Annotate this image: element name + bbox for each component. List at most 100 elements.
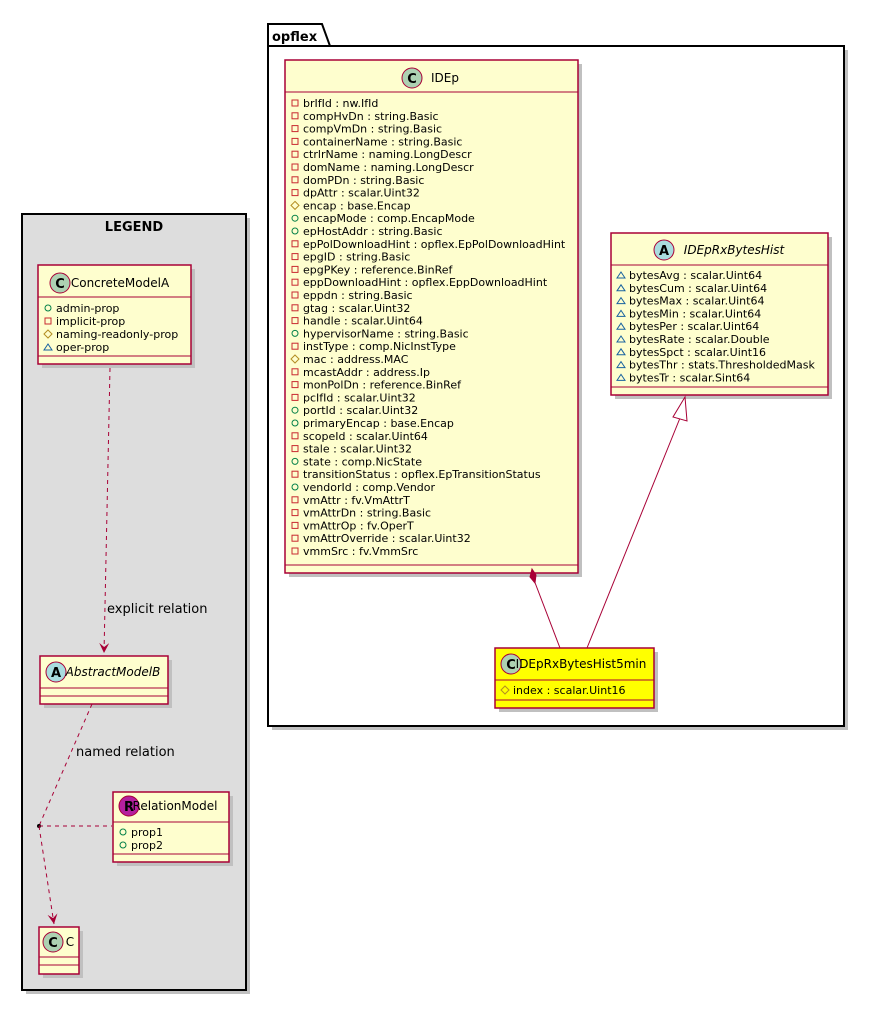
public-visibility-icon [291, 483, 299, 491]
class-idep-rx-bytes-hist[interactable]: A IDEpRxBytesHist bytesAvg : scalar.Uint… [610, 232, 832, 399]
private-visibility-icon [44, 317, 52, 325]
legend-c-class[interactable]: C C [38, 926, 83, 978]
abstract-stereotype-icon [653, 239, 675, 261]
named-relation-edge: named relation [37, 703, 175, 925]
attribute-row: ctrlrName : naming.LongDescr [303, 148, 472, 161]
class-stereotype-icon [401, 67, 423, 89]
class-name: ConcreteModelA [71, 276, 170, 290]
private-visibility-icon [291, 509, 299, 517]
attribute-row: epgPKey : reference.BinRef [303, 263, 454, 276]
stereotype-letter: R [124, 800, 134, 815]
public-visibility-icon [291, 227, 299, 235]
private-visibility-icon [291, 521, 299, 529]
legend-title: LEGEND [105, 220, 164, 235]
private-visibility-icon [291, 496, 299, 504]
private-visibility-icon [291, 381, 299, 389]
generalization-edge [586, 395, 688, 649]
private-visibility-icon [291, 445, 299, 453]
attribute-row: vmmSrc : fv.VmmSrc [303, 545, 418, 558]
abstract-stereotype-icon [45, 661, 67, 683]
private-visibility-icon [291, 534, 299, 542]
explicit-relation-edge: explicit relation [99, 367, 207, 654]
attribute-row: prop2 [131, 839, 163, 852]
package-title: opflex [272, 30, 318, 45]
private-visibility-icon [291, 317, 299, 325]
private-visibility-icon [291, 265, 299, 273]
class-name: C [66, 935, 74, 949]
package-visibility-icon [616, 322, 626, 330]
attribute-row: bytesMax : scalar.Uint64 [629, 295, 764, 308]
attribute-row: vmAttrDn : string.Basic [303, 507, 431, 520]
attribute-row: vmAttrOverride : scalar.Uint32 [303, 532, 471, 545]
public-visibility-icon [291, 457, 299, 465]
package-visibility-icon [616, 283, 626, 292]
protected-visibility-icon [43, 329, 53, 339]
private-visibility-icon [291, 304, 299, 312]
attribute-row: monPolDn : reference.BinRef [303, 379, 462, 392]
named-relation-label: named relation [76, 745, 175, 760]
class-idep-rx-bytes-hist-5min[interactable]: C IDEpRxBytesHist5min index : scalar.Uin… [494, 647, 658, 712]
package-visibility-icon [616, 309, 626, 317]
stereotype-letter: A [51, 666, 61, 681]
stereotype-letter: C [506, 658, 516, 673]
attribute-row: pcIfId : scalar.Uint32 [303, 391, 416, 404]
package-visibility-icon [616, 347, 626, 356]
attribute-row: domName : naming.LongDescr [303, 161, 474, 174]
private-visibility-icon [291, 150, 299, 158]
private-visibility-icon [291, 342, 299, 350]
class-name: IDEpRxBytesHist [684, 243, 786, 257]
public-visibility-icon [119, 841, 127, 849]
public-visibility-icon [119, 828, 127, 836]
public-visibility-icon [44, 304, 52, 312]
private-visibility-icon [291, 393, 299, 401]
package-visibility-icon [616, 360, 626, 369]
attribute-row: naming-readonly-prop [56, 328, 178, 341]
attribute-row: vendorId : comp.Vendor [303, 481, 436, 494]
attribute-row: hypervisorName : string.Basic [303, 327, 469, 340]
attribute-row: instType : comp.NicInstType [303, 340, 456, 353]
private-visibility-icon [291, 240, 299, 248]
attribute-row: bytesCum : scalar.Uint64 [629, 282, 767, 295]
attribute-row: compHvDn : string.Basic [303, 110, 439, 123]
public-visibility-icon [291, 214, 299, 222]
private-visibility-icon [291, 368, 299, 376]
attr-list: admin-propimplicit-propnaming-readonly-p… [43, 302, 178, 354]
legend-abstract-class[interactable]: A AbstractModelB [39, 655, 172, 708]
private-visibility-icon [291, 432, 299, 440]
relation-stereotype-icon [118, 795, 140, 817]
attribute-row: containerName : string.Basic [303, 135, 462, 148]
attribute-row: stale : scalar.Uint32 [303, 443, 412, 456]
attribute-row: mcastAddr : address.Ip [303, 366, 430, 379]
class-stereotype-icon [42, 931, 64, 953]
attribute-row: vmAttr : fv.VmAttrT [303, 494, 410, 507]
stereotype-letter: C [55, 277, 65, 292]
attribute-row: index : scalar.Uint16 [513, 684, 626, 697]
attribute-row: admin-prop [56, 302, 119, 315]
stereotype-letter: A [659, 244, 669, 259]
package-visibility-icon [616, 373, 626, 381]
class-name: IDEpRxBytesHist5min [516, 657, 647, 671]
attribute-row: epPolDownloadHint : opflex.EpPolDownload… [303, 238, 566, 251]
attribute-row: bytesAvg : scalar.Uint64 [629, 269, 762, 282]
attribute-row: eppDownloadHint : opflex.EppDownloadHint [303, 276, 548, 289]
attribute-row: bytesThr : stats.ThresholdedMask [629, 359, 815, 372]
class-name: RelationModel [133, 799, 218, 813]
private-visibility-icon [291, 278, 299, 286]
attribute-row: domPDn : string.Basic [303, 174, 424, 187]
attribute-row: bytesTr : scalar.Sint64 [629, 371, 750, 384]
composition-diamond-icon [529, 567, 537, 585]
attribute-row: encapMode : comp.EncapMode [303, 212, 475, 225]
class-stereotype-icon [49, 272, 71, 294]
generalization-triangle-icon [672, 395, 688, 422]
class-name: IDEp [431, 71, 459, 85]
public-visibility-icon [291, 406, 299, 414]
package-visibility-icon [616, 335, 626, 343]
attribute-row: dpAttr : scalar.Uint32 [303, 187, 420, 200]
private-visibility-icon [291, 547, 299, 555]
legend-concrete-class[interactable]: C ConcreteModelA admin-propimplicit-prop… [37, 264, 195, 368]
private-visibility-icon [291, 189, 299, 197]
